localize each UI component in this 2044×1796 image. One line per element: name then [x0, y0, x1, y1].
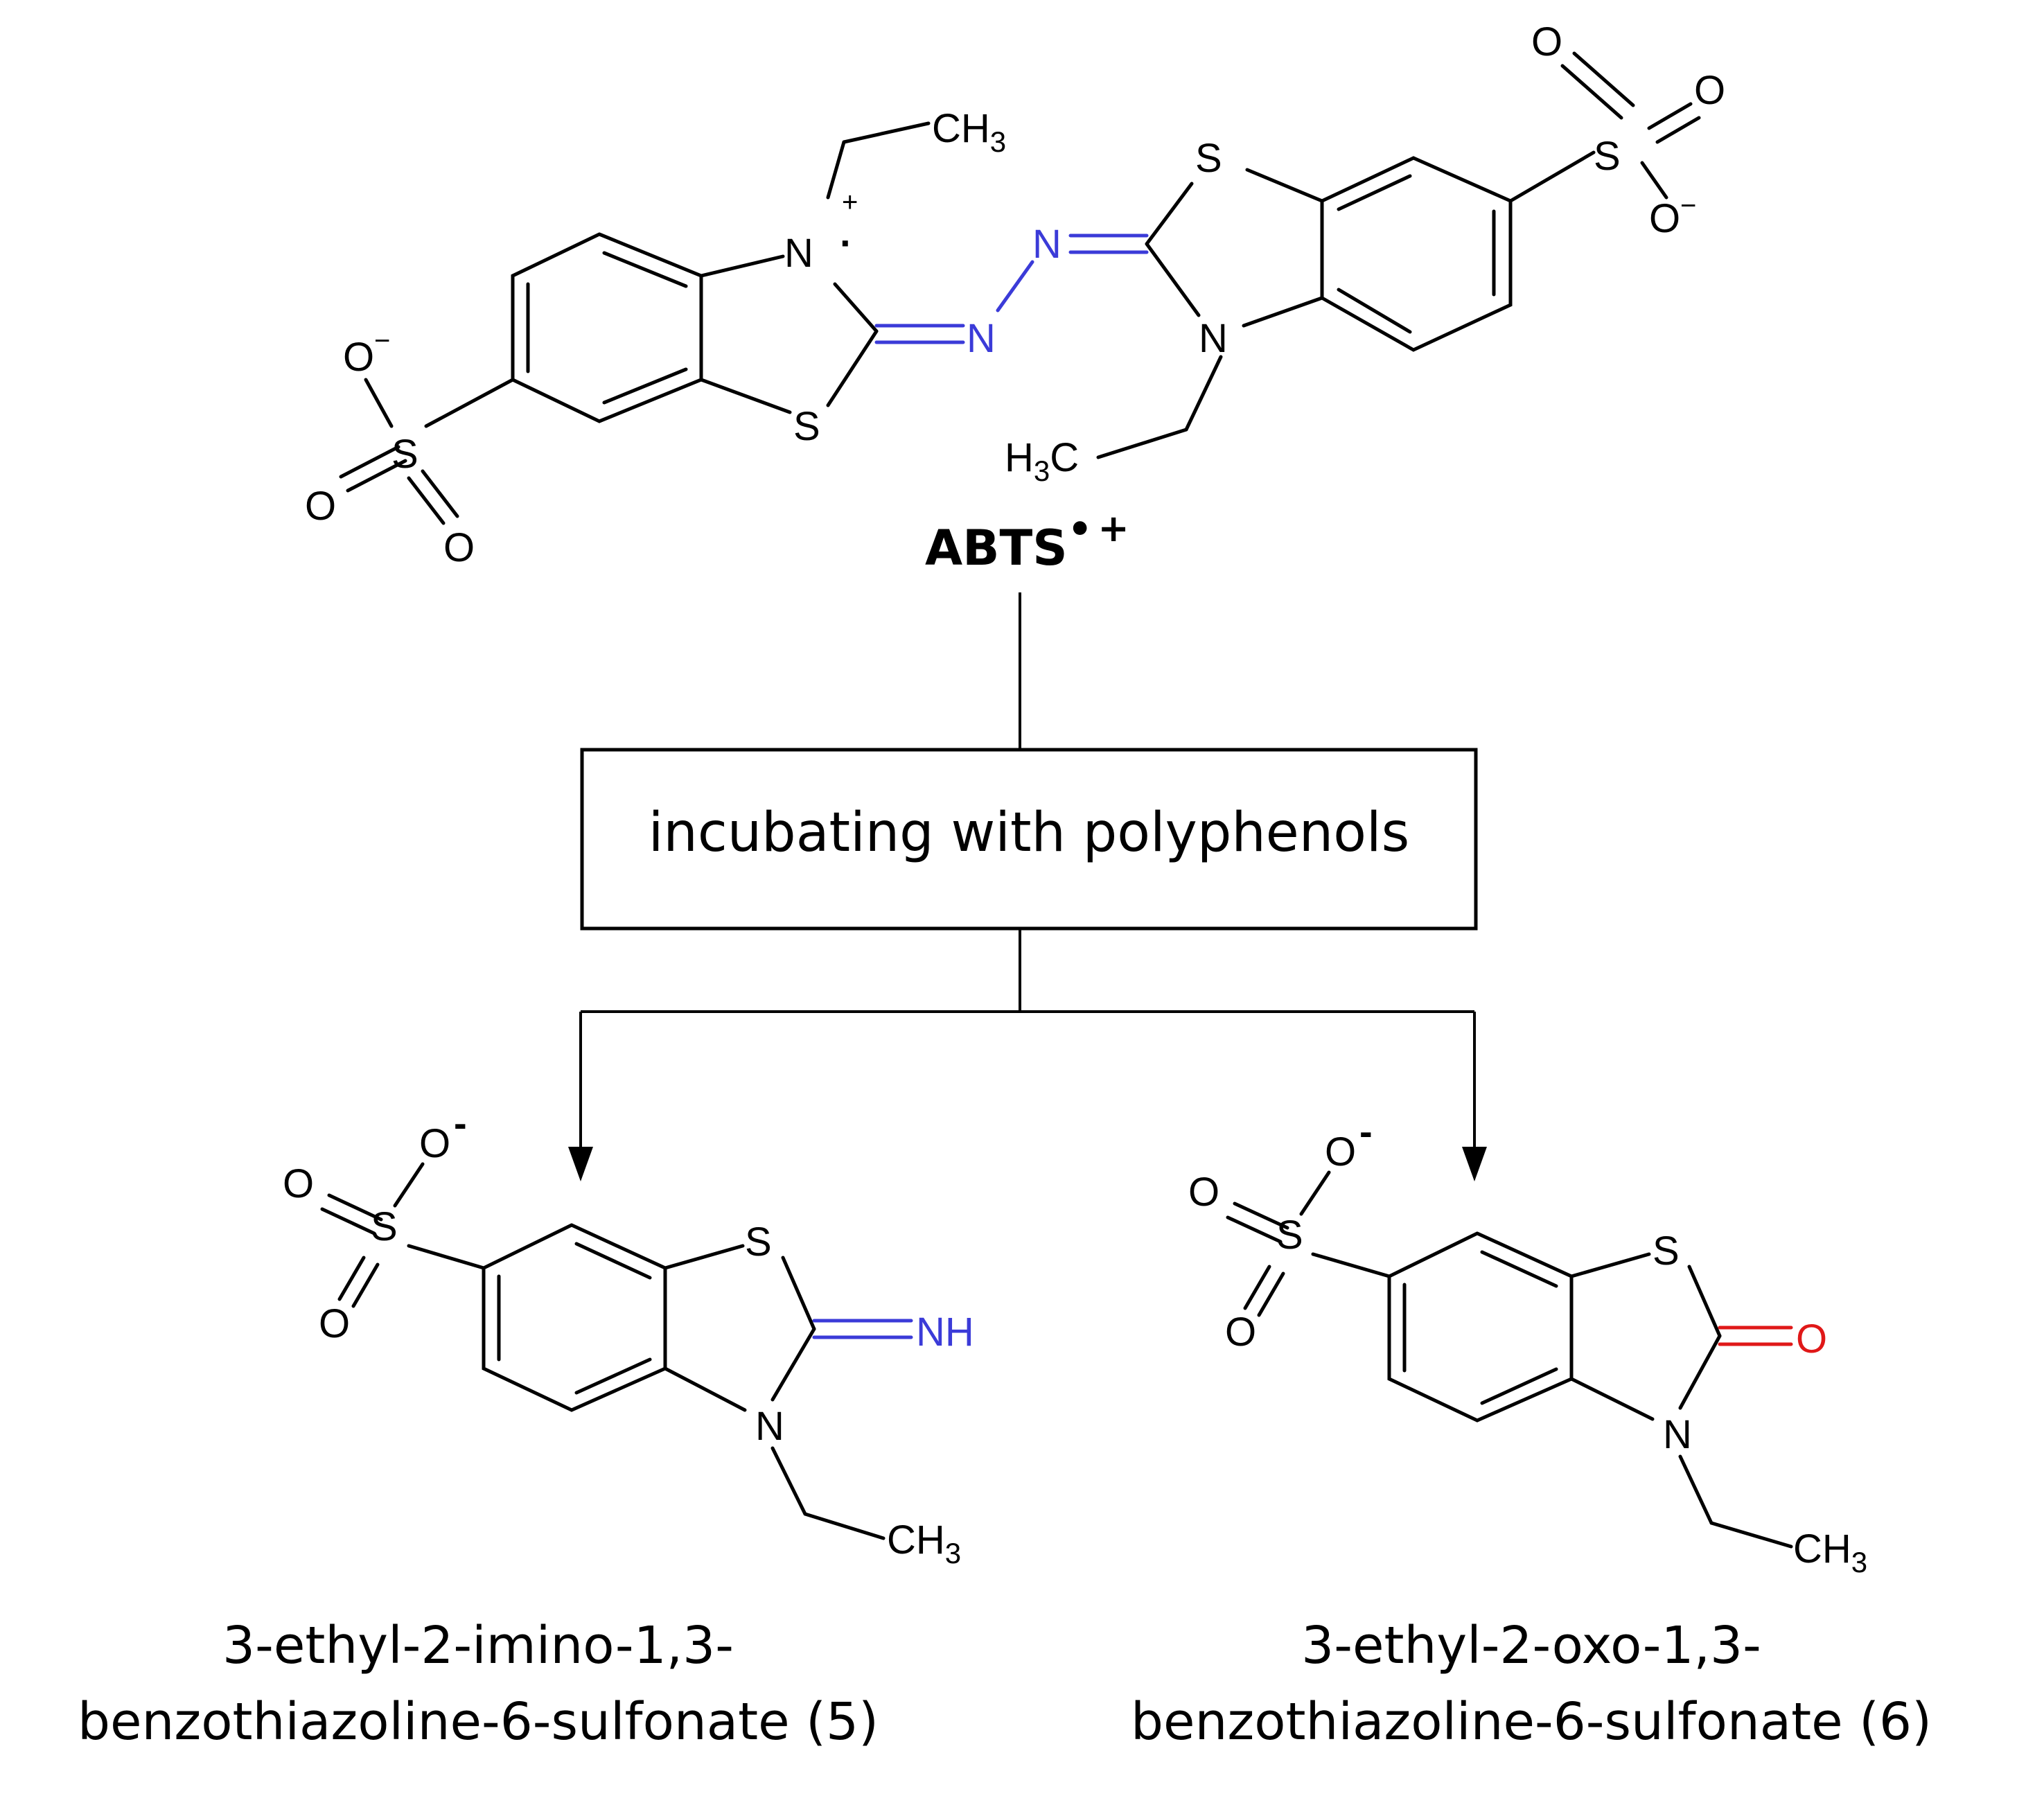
left-sulfonate-charge: −: [374, 326, 390, 356]
p6-ch3-label: CH3: [1793, 1526, 1867, 1578]
process-label: incubating with polyphenols: [649, 802, 1409, 864]
product-6-structure: [1226, 1170, 1793, 1549]
p5-sulfonate-o-minus: O: [419, 1121, 450, 1166]
p5-sulfonate-s: S: [371, 1204, 398, 1249]
azo-linkage: [874, 234, 1149, 344]
right-sulfonate-o-top: O: [1531, 19, 1562, 64]
product-5-name-line2: benzothiazoline-6-sulfonate (5): [78, 1692, 879, 1752]
left-sulfonate-o-bottom: O: [443, 525, 475, 570]
p6-sulfonate-s: S: [1276, 1213, 1303, 1258]
right-sulfonate-s: S: [1594, 134, 1621, 179]
p6-sulfonate-o-minus: O: [1325, 1129, 1356, 1174]
p5-sulfur-label: S: [745, 1220, 772, 1265]
abts-label: ABTS•+: [925, 507, 1129, 576]
right-sulfonate-group: [1508, 51, 1701, 203]
left-sulfonate-o-left: O: [305, 484, 336, 529]
p5-nitrogen-label: N: [755, 1404, 784, 1449]
radical-dot: ·: [840, 221, 853, 265]
p5-sulfonate-charge: -: [454, 1101, 467, 1145]
p6-sulfonate-o-bottom: O: [1225, 1310, 1256, 1355]
p6-nitrogen-label: N: [1663, 1412, 1692, 1457]
p5-ch3-label: CH3: [887, 1517, 961, 1569]
right-sulfonate-charge: −: [1680, 191, 1696, 221]
product-6-name-line2: benzothiazoline-6-sulfonate (6): [1131, 1692, 1932, 1752]
left-sulfonate-o-minus: O: [343, 335, 374, 380]
p5-nh-label: NH: [916, 1310, 974, 1355]
p6-oxo-label: O: [1796, 1317, 1827, 1362]
process-box: [580, 748, 1478, 931]
left-ch3-label: CH3: [932, 106, 1006, 158]
arrow-left-head: [568, 1147, 593, 1181]
abts-structure: CH3 N + · S N N S N H3C S O O O − O − S …: [305, 19, 1725, 570]
right-ethyl-group: [1096, 355, 1223, 459]
product-5-name-line1: 3-ethyl-2-imino-1,3-: [222, 1616, 734, 1675]
left-thiazole-ring: [699, 254, 879, 414]
p5-sulfonate-o-left: O: [283, 1161, 314, 1206]
right-sulfonate-o-right: O: [1694, 68, 1725, 113]
product-6-name-line1: 3-ethyl-2-oxo-1,3-: [1301, 1616, 1761, 1675]
p6-sulfur-label: S: [1653, 1229, 1680, 1274]
right-sulfonate-o-minus: O: [1649, 196, 1680, 241]
azo-nitrogen-upper: N: [1032, 222, 1061, 267]
right-sulfur-label: S: [1195, 136, 1222, 181]
p6-sulfonate-o-left: O: [1188, 1170, 1219, 1215]
right-benzene-ring: [1320, 156, 1513, 352]
left-ethyl-group: [826, 121, 931, 200]
product-5-structure: [320, 1162, 913, 1540]
left-sulfur-label: S: [793, 404, 820, 449]
azo-nitrogen-lower: N: [967, 316, 996, 361]
left-sulfonate-group: [339, 378, 515, 525]
p6-sulfonate-charge: -: [1359, 1109, 1373, 1153]
left-nitrogen-label: N: [784, 231, 813, 276]
left-sulfonate-s: S: [391, 432, 419, 477]
process-flow: [568, 592, 1487, 1181]
p5-sulfonate-o-bottom: O: [319, 1301, 350, 1346]
radical-charge-plus: +: [842, 187, 858, 218]
left-benzene-ring: [511, 232, 703, 423]
right-thiazole-ring: [1145, 168, 1324, 328]
arrow-right-head: [1462, 1147, 1487, 1181]
right-nitrogen-label: N: [1199, 316, 1228, 361]
right-h3c-label: H3C: [1005, 435, 1079, 487]
